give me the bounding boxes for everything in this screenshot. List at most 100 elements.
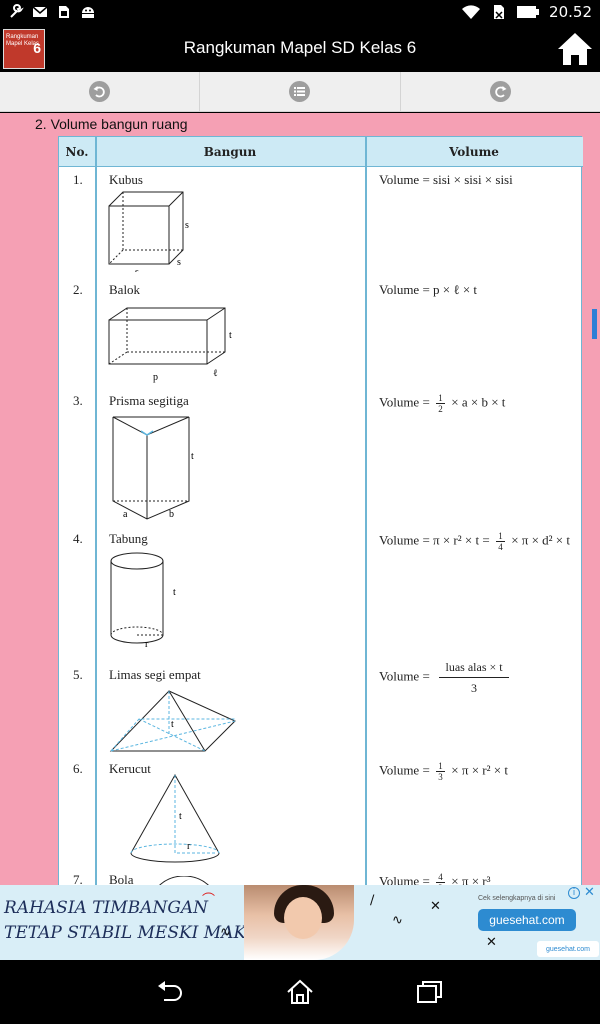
mail-icon <box>32 6 48 17</box>
shape-name: Prisma segitiga <box>109 393 189 408</box>
cylinder-diagram: t r <box>110 552 176 649</box>
volume-formula: Volume = sisi × sisi × sisi <box>379 172 513 187</box>
decoration-icon: ∿ <box>392 913 403 928</box>
row-number: 1. <box>73 172 83 187</box>
recent-apps-icon <box>417 981 442 1003</box>
android-icon <box>82 7 94 18</box>
clock: 20.52 <box>549 3 592 21</box>
redo-icon <box>489 81 511 102</box>
formula-text: × a × b × t <box>448 394 506 410</box>
shape-name: Kubus <box>109 172 143 187</box>
app-logo-badge: 6 <box>33 40 41 56</box>
numerator: 1 <box>438 393 443 403</box>
numerator: luas alas × t <box>445 660 503 674</box>
row-number: 2. <box>73 282 83 297</box>
decoration-icon: ∕ <box>370 893 375 908</box>
row-number: 5. <box>73 667 83 682</box>
formula-text: Volume = <box>379 668 434 684</box>
label-s: s <box>185 220 189 231</box>
formula-text: × π × d² × t <box>507 532 571 548</box>
denominator: 4 <box>498 542 503 552</box>
label-a: a <box>123 509 128 520</box>
label-t: t <box>229 330 232 341</box>
back-icon <box>158 981 182 1001</box>
cuboid-diagram: t p ℓ <box>108 307 232 383</box>
row-number: 7. <box>73 872 83 885</box>
cone-diagram: t r <box>130 773 220 863</box>
fraction: 43 <box>436 872 446 885</box>
cube-diagram: s s s <box>108 191 189 272</box>
volume-formula: Volume = 43 × π × r³ <box>379 872 491 885</box>
app-title: Rangkuman Mapel SD Kelas 6 <box>183 38 417 57</box>
label-l: ℓ <box>213 368 218 379</box>
back-button[interactable] <box>155 977 185 1007</box>
ad-cta-caption: Cek selengkapnya di sini <box>478 895 556 902</box>
ad-close-icon[interactable]: ✕ <box>584 885 595 900</box>
battery-icon <box>517 6 540 18</box>
formula-text: Volume = π × r² × t = <box>379 532 493 548</box>
shape-name: Kerucut <box>109 761 151 776</box>
home-icon <box>558 33 592 65</box>
numerator: 1 <box>498 531 503 541</box>
nav-home-button[interactable] <box>285 977 315 1007</box>
label-s: s <box>177 257 181 268</box>
shape-name: Tabung <box>109 531 148 546</box>
recent-apps-button[interactable] <box>415 977 445 1007</box>
formula-text: × π × r³ <box>448 873 491 885</box>
formula-text: Volume = <box>379 394 434 410</box>
formula-text: Volume = <box>379 762 434 778</box>
ad-brand-logo: guesehat.com <box>537 941 599 957</box>
label-r: r <box>187 841 191 852</box>
ad-cta-button[interactable]: guesehat.com <box>478 909 576 931</box>
prism-diagram: t a b <box>112 416 194 520</box>
label-t: t <box>171 719 174 730</box>
content-area[interactable]: 2. Volume bangun ruang No. Bangun Volume… <box>0 113 600 885</box>
undo-button[interactable] <box>0 72 201 111</box>
home-icon <box>287 979 313 1004</box>
app-bar: Rangkuman Mapel Kelas 6 Rangkuman Mapel … <box>0 26 600 72</box>
row-number: 4. <box>73 531 83 546</box>
label-s: s <box>135 267 139 272</box>
volume-formula: Volume = p × ℓ × t <box>379 282 478 297</box>
formula-text: Volume = <box>379 873 434 885</box>
denominator: 3 <box>438 772 443 782</box>
row-number: 3. <box>73 393 83 408</box>
label-b: b <box>169 509 174 520</box>
scrollbar[interactable] <box>592 309 597 339</box>
redo-button[interactable] <box>401 72 600 111</box>
label-p: p <box>153 372 158 383</box>
app-logo-text: Rangkuman Mapel Kelas <box>6 34 40 47</box>
header-volume: Volume <box>365 137 583 167</box>
label-t: t <box>173 587 176 598</box>
section-heading: 2. Volume bangun ruang <box>35 116 188 132</box>
pyramid-diagram: t <box>109 690 236 752</box>
status-bar: 20.52 <box>0 0 600 26</box>
decoration-icon: ∿ <box>220 925 231 940</box>
header-bangun: Bangun <box>95 137 365 167</box>
denominator: 2 <box>438 404 443 414</box>
shape-name: Limas segi empat <box>109 667 201 682</box>
divider <box>365 137 367 885</box>
formula-text: × π × r² × t <box>448 762 508 778</box>
home-button[interactable] <box>555 29 595 69</box>
ad-banner[interactable]: RAHASIA TIMBANGAN TETAP STABIL MESKI MAK… <box>0 885 600 960</box>
denominator: 3 <box>438 883 443 885</box>
sim-icon <box>59 6 69 18</box>
wrench-icon <box>10 4 24 18</box>
list-button[interactable] <box>200 72 401 111</box>
sphere-diagram <box>159 876 209 885</box>
navigation-bar <box>0 960 600 1024</box>
decoration-icon: ✕ <box>486 935 497 950</box>
divider <box>95 137 97 885</box>
shape-name: Bola <box>109 872 134 885</box>
ad-info-icon[interactable]: i <box>568 887 580 899</box>
label-t: t <box>179 811 182 822</box>
label-r: r <box>145 639 149 649</box>
